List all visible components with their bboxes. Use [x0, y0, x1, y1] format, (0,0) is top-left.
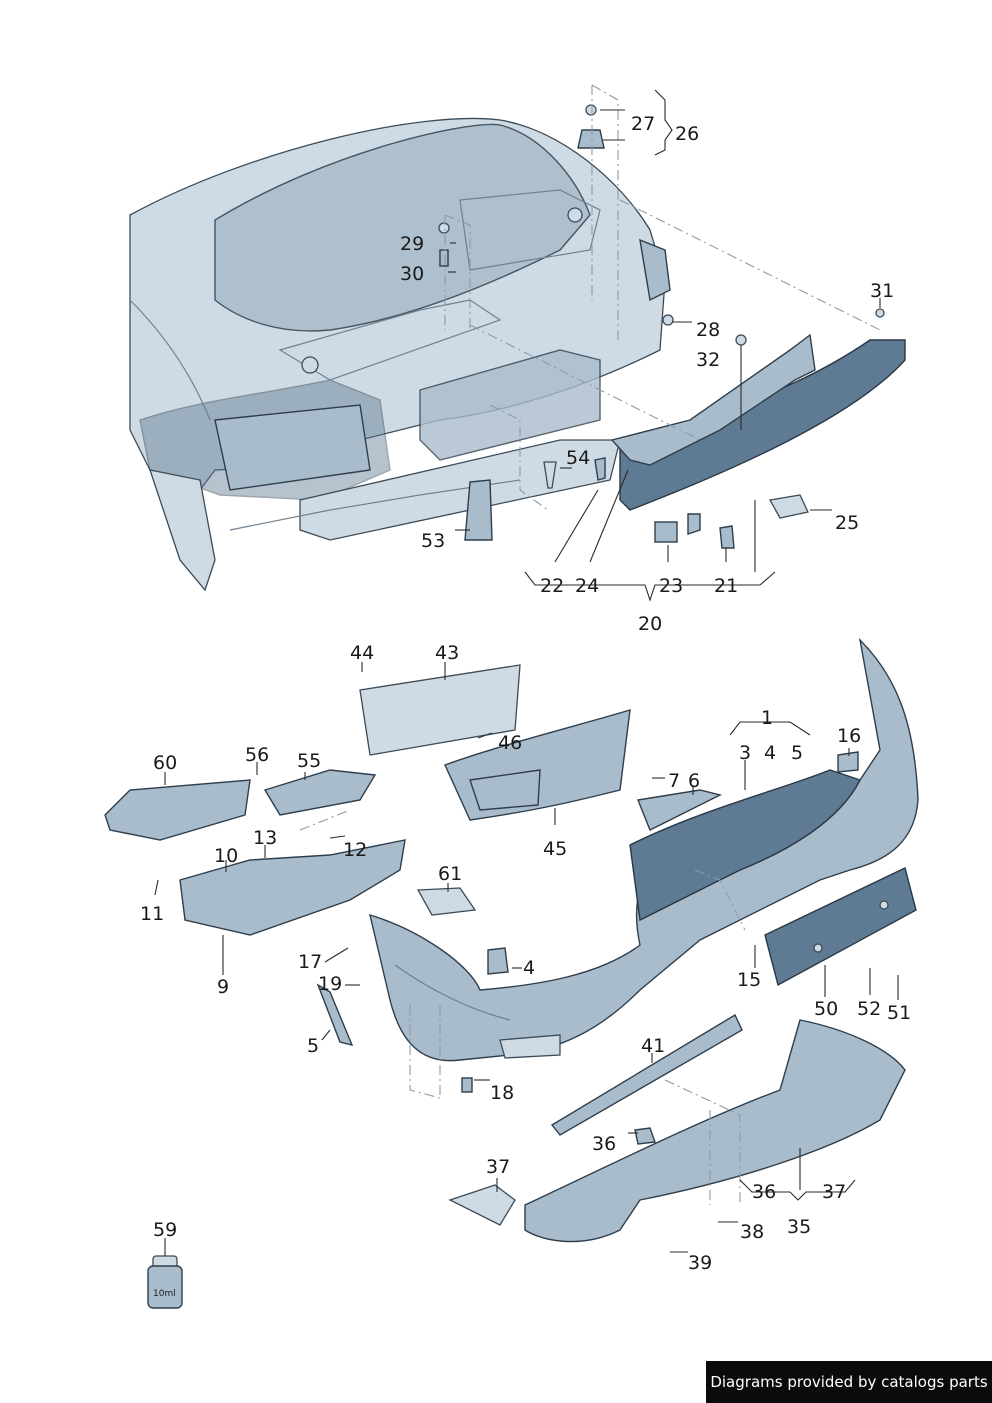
callout-6: 6 — [688, 770, 700, 792]
callout-56: 56 — [245, 744, 269, 766]
callout-15: 15 — [737, 969, 761, 991]
callout-4-b: 4 — [523, 957, 535, 979]
callout-5-b: 5 — [307, 1035, 319, 1057]
callout-38: 38 — [740, 1221, 764, 1243]
callout-45: 45 — [543, 838, 567, 860]
callout-29: 29 — [400, 233, 424, 255]
callout-41: 41 — [641, 1035, 665, 1057]
callout-4-a: 4 — [764, 742, 776, 764]
callout-39: 39 — [688, 1252, 712, 1274]
callout-32: 32 — [696, 349, 720, 371]
callout-52: 52 — [857, 998, 881, 1020]
callout-43: 43 — [435, 642, 459, 664]
callout-30: 30 — [400, 263, 424, 285]
callout-53: 53 — [421, 530, 445, 552]
footer-text: Diagrams provided by catalogs parts — [710, 1373, 988, 1391]
callout-18: 18 — [490, 1082, 514, 1104]
callout-54: 54 — [566, 447, 590, 469]
callout-37-b: 37 — [822, 1181, 846, 1203]
callout-36-b: 36 — [752, 1181, 776, 1203]
fasteners-upper — [438, 104, 885, 346]
callout-labels: 27 26 29 30 31 28 32 54 25 53 22 24 23 2… — [140, 113, 911, 1274]
callout-1: 1 — [761, 707, 773, 729]
bumper-carrier-assembly — [464, 333, 906, 549]
callout-9: 9 — [217, 976, 229, 998]
callout-50: 50 — [814, 998, 838, 1020]
callout-16: 16 — [837, 725, 861, 747]
grilles-and-trims — [104, 664, 906, 1243]
callout-59: 59 — [153, 1219, 177, 1241]
callout-24: 24 — [575, 575, 599, 597]
callout-20: 20 — [638, 613, 662, 635]
callout-37-a: 37 — [486, 1156, 510, 1178]
callout-51: 51 — [887, 1002, 911, 1024]
callout-35: 35 — [787, 1216, 811, 1238]
callout-55: 55 — [297, 750, 321, 772]
licence-plate-holder — [764, 867, 917, 987]
assembly-lines — [299, 84, 881, 1205]
callout-11: 11 — [140, 903, 164, 925]
callout-61: 61 — [438, 863, 462, 885]
callout-10: 10 — [214, 845, 238, 867]
callout-22: 22 — [540, 575, 564, 597]
callout-13: 13 — [253, 827, 277, 849]
callout-7: 7 — [668, 770, 680, 792]
callout-5-a: 5 — [791, 742, 803, 764]
callout-19: 19 — [318, 973, 342, 995]
callout-27: 27 — [631, 113, 655, 135]
callout-23: 23 — [659, 575, 683, 597]
callout-26: 26 — [675, 123, 699, 145]
callout-31: 31 — [870, 280, 894, 302]
callout-3: 3 — [739, 742, 751, 764]
callout-36-a: 36 — [592, 1133, 616, 1155]
footer-credit: Diagrams provided by catalogs parts — [706, 1361, 992, 1403]
leader-lines — [154, 89, 899, 1253]
callout-21: 21 — [714, 575, 738, 597]
callout-60: 60 — [153, 752, 177, 774]
bottle-label: 10ml — [153, 1289, 176, 1299]
callout-17: 17 — [298, 951, 322, 973]
touch-up-paint-bottle: 10ml — [147, 1238, 183, 1309]
callout-12: 12 — [343, 839, 367, 861]
vehicle-rear-body — [129, 117, 671, 592]
bumper-cover — [369, 637, 919, 1062]
callout-46: 46 — [498, 732, 522, 754]
callout-28: 28 — [696, 319, 720, 341]
callout-25: 25 — [835, 512, 859, 534]
callout-44: 44 — [350, 642, 374, 664]
